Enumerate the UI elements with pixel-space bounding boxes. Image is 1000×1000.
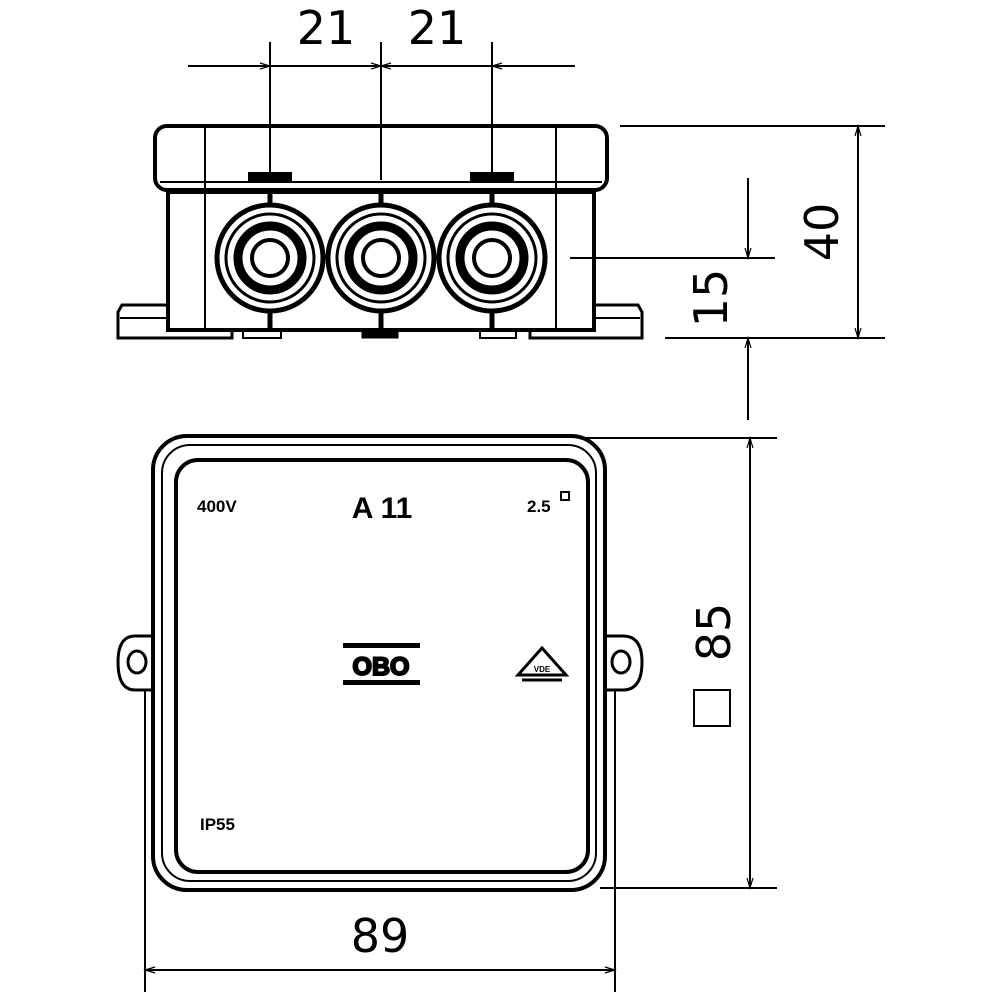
cable-gland-2 (325, 190, 437, 330)
dim-pitch-right: 21 (408, 1, 467, 55)
cable-gland-3 (436, 190, 548, 330)
lid-outer (151, 434, 607, 892)
side-dimensions (188, 42, 885, 420)
square-symbol-icon (693, 689, 731, 727)
cable-gland-1 (214, 190, 326, 330)
obo-logo: OBO (343, 643, 420, 685)
svg-text:OBO: OBO (353, 653, 410, 681)
dim-width-total: 89 (351, 909, 410, 963)
dim-height-total: 40 (795, 203, 849, 262)
vde-cert-icon: VDE (514, 645, 570, 682)
cross-section-label: 2.5 (527, 497, 551, 516)
model-label: A 11 (352, 492, 413, 525)
voltage-label: 400V (197, 497, 237, 516)
svg-text:VDE: VDE (534, 665, 551, 674)
side-view (116, 124, 644, 340)
right-mount-ear (605, 634, 644, 692)
lid-inner (174, 458, 590, 874)
dim-width-square: 85 (687, 603, 741, 662)
square-mm-icon (560, 491, 570, 501)
left-foot (116, 303, 234, 340)
protection-label: IP55 (200, 815, 235, 834)
top-dimensions (145, 438, 777, 992)
right-foot (528, 303, 644, 340)
dim-pitch-left: 21 (297, 1, 356, 55)
top-view (116, 434, 644, 892)
left-mount-ear (116, 634, 153, 692)
dim-height-gland: 15 (684, 269, 738, 328)
